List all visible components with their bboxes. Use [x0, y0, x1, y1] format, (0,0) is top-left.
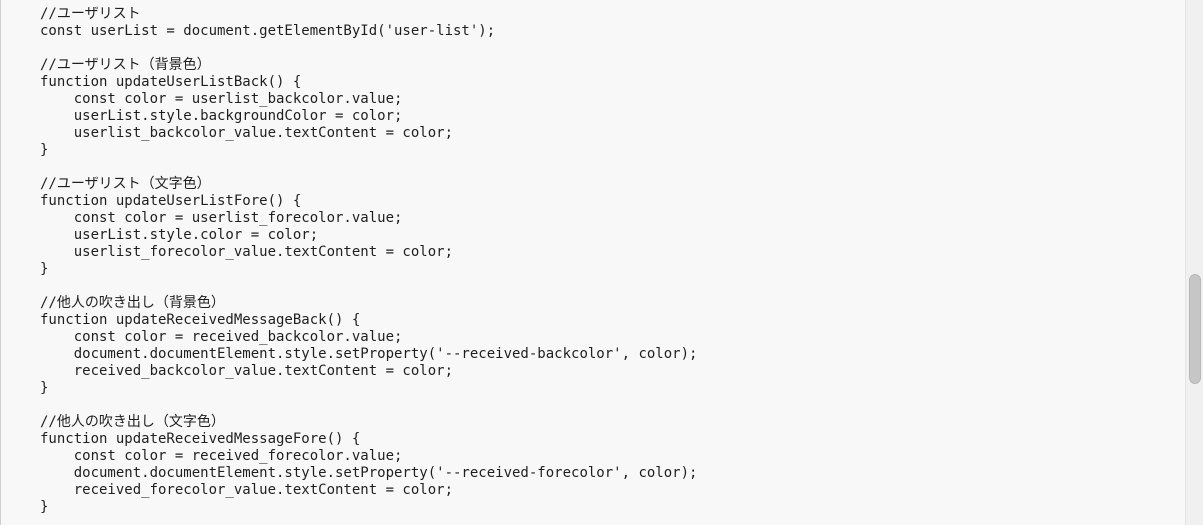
code-line: userList.style.backgroundColor = color; [40, 108, 403, 124]
code-line: function updateUserListFore() { [40, 193, 302, 209]
code-line: ​ [40, 278, 697, 295]
code-line: userlist_backcolor_value.textContent = c… [40, 125, 454, 141]
code-line: } [40, 142, 49, 158]
code-line: const color = userlist_backcolor.value; [40, 91, 403, 107]
code-line: //他人の吹き出し（背景色） [40, 295, 225, 311]
vertical-scrollbar[interactable] [1185, 0, 1203, 525]
code-line: //他人の吹き出し（文字色） [40, 414, 225, 430]
code-line: function updateUserListBack() { [40, 74, 302, 90]
code-line: received_forecolor_value.textContent = c… [40, 482, 454, 498]
code-line: } [40, 499, 49, 515]
code-line: //ユーザリスト（背景色） [40, 57, 211, 73]
code-line: const color = received_forecolor.value; [40, 448, 403, 464]
code-line: ​ [40, 159, 697, 176]
code-line: userlist_forecolor_value.textContent = c… [40, 244, 454, 260]
code-line: function updateReceivedMessageFore() { [40, 431, 361, 447]
scrollbar-thumb[interactable] [1189, 274, 1201, 384]
code-line: ​ [40, 40, 697, 57]
code-line: const color = userlist_forecolor.value; [40, 210, 403, 226]
code-line: } [40, 261, 49, 277]
code-line: const userList = document.getElementById… [40, 23, 496, 39]
code-line: //ユーザリスト [40, 6, 141, 22]
code-line: document.documentElement.style.setProper… [40, 465, 698, 481]
code-line: ​ [40, 397, 697, 414]
code-line: } [40, 380, 49, 396]
code-line: userList.style.color = color; [40, 227, 319, 243]
code-line: function updateReceivedMessageBack() { [40, 312, 361, 328]
code-line: document.documentElement.style.setProper… [40, 346, 698, 362]
code-line: const color = received_backcolor.value; [40, 329, 403, 345]
code-line: //ユーザリスト（文字色） [40, 176, 211, 192]
code-line: received_backcolor_value.textContent = c… [40, 363, 454, 379]
